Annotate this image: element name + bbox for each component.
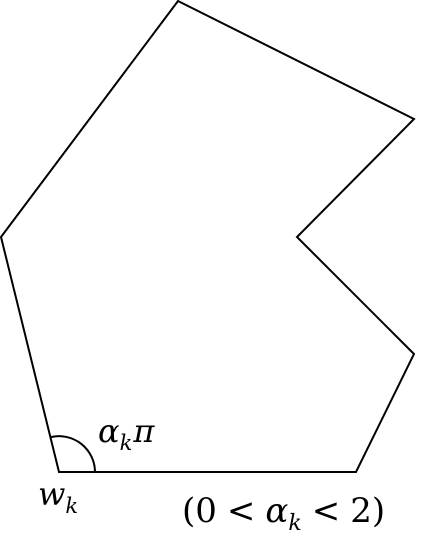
vertex-label: wk [38, 475, 78, 518]
condition-lower: 0 [195, 491, 217, 531]
condition-close-paren: ) [372, 491, 385, 531]
condition-subscript: k [288, 511, 301, 536]
angle-label-alpha: α [98, 412, 120, 450]
condition-open-paren: ( [182, 491, 195, 531]
polygon-outline [0, 0, 416, 473]
angle-arc [51, 435, 96, 473]
vertex-label-subscript: k [65, 494, 78, 518]
condition-lt-2: < [312, 491, 341, 531]
angle-label: αkπ [98, 412, 155, 455]
condition-upper: 2 [350, 491, 372, 531]
angle-label-subscript: k [120, 431, 133, 455]
condition-alpha: α [265, 491, 288, 531]
condition-lt-1: < [227, 491, 256, 531]
angle-label-pi: π [132, 412, 155, 450]
vertex-label-w: w [38, 475, 65, 513]
condition-label: (0<αk<2) [182, 491, 385, 536]
